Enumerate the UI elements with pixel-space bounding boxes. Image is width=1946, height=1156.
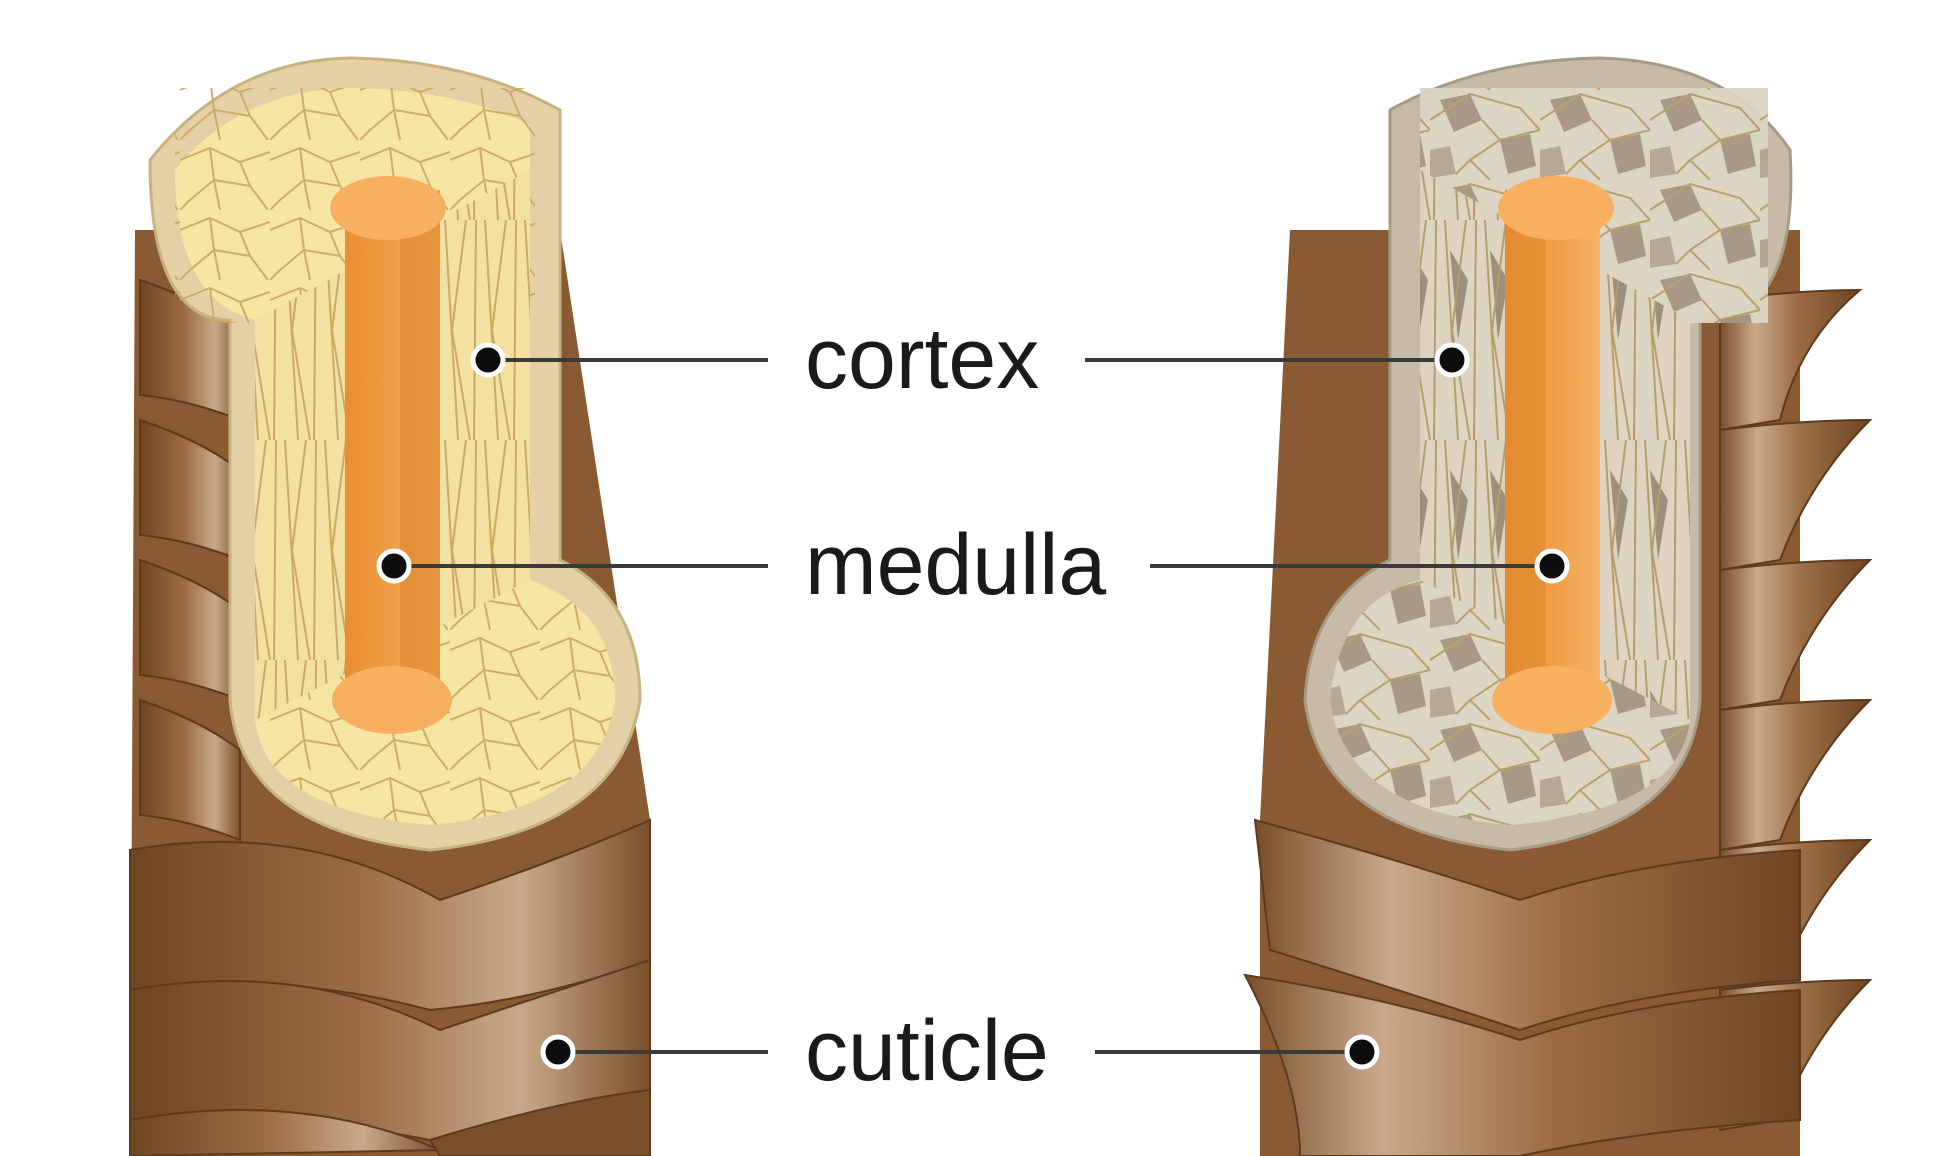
medulla-label: medulla (805, 517, 1106, 613)
cortex-dot-right (1434, 342, 1470, 378)
left-medulla (330, 176, 452, 734)
right-medulla (1492, 176, 1614, 734)
left-hair (129, 56, 651, 1156)
medulla-dot-right (1534, 548, 1570, 584)
cuticle-dot-left (540, 1034, 576, 1070)
right-cortex-section (1303, 56, 1793, 852)
medulla-callout: medulla (376, 517, 1570, 613)
cortex-callout: cortex (470, 311, 1470, 407)
left-cortex-section (148, 56, 642, 852)
cuticle-callout: cuticle (540, 1003, 1380, 1099)
right-hair (1243, 56, 1873, 1156)
cortex-dot-left (470, 342, 506, 378)
medulla-dot-left (376, 548, 412, 584)
cuticle-dot-right (1344, 1034, 1380, 1070)
left-cuticle-scales (139, 278, 241, 842)
right-cuticle-front-scales (1243, 818, 1801, 1156)
left-cuticle-front-scales (129, 818, 651, 1156)
cortex-label: cortex (805, 311, 1039, 407)
cuticle-label: cuticle (805, 1003, 1049, 1099)
